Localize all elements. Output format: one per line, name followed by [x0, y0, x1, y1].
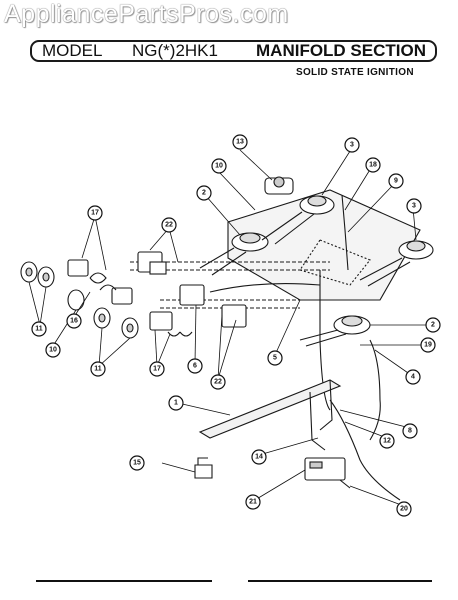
- model-number: NG(*)2HK1: [132, 41, 218, 60]
- watermark-text: AppliancePartsPros.com: [4, 0, 289, 28]
- callout-12: 12: [379, 433, 395, 449]
- svg-text:22: 22: [214, 379, 222, 386]
- callout-17: 17: [149, 361, 165, 377]
- subtitle: SOLID STATE IGNITION: [296, 67, 414, 78]
- section-title: MANIFOLD SECTION: [256, 41, 426, 60]
- callout-9: 9: [388, 173, 404, 189]
- callout-6: 6: [187, 358, 203, 374]
- callout-16: 16: [66, 313, 82, 329]
- callout-14: 14: [251, 449, 267, 465]
- callout-11: 11: [90, 361, 106, 377]
- callout-2: 2: [196, 185, 212, 201]
- footer-rule-right: [248, 580, 432, 582]
- burner-plate: [227, 189, 421, 301]
- burner-left-rear: [299, 195, 335, 215]
- svg-text:3: 3: [412, 203, 416, 210]
- leader-lines: [28, 147, 430, 507]
- callout-11: 11: [31, 321, 47, 337]
- svg-text:11: 11: [35, 326, 43, 333]
- callout-4: 4: [405, 369, 421, 385]
- svg-text:10: 10: [49, 347, 57, 354]
- callout-labels: 13 10 2 3 18 9 3 17 22 11 10 16 11 17 6 …: [31, 134, 441, 517]
- mounting-bracket: [198, 379, 342, 439]
- callout-18: 18: [365, 157, 381, 173]
- svg-text:4: 4: [411, 374, 415, 381]
- callout-15: 15: [129, 455, 145, 471]
- callout-22: 22: [210, 374, 226, 390]
- svg-text:15: 15: [133, 460, 141, 467]
- svg-text:8: 8: [408, 428, 412, 435]
- svg-text:5: 5: [273, 355, 277, 362]
- svg-text:14: 14: [255, 454, 263, 461]
- valve-group: [67, 251, 247, 331]
- header-frame: [30, 40, 437, 62]
- manifold-pipe: [130, 261, 330, 309]
- control-knobs: [20, 261, 139, 339]
- svg-text:20: 20: [400, 506, 408, 513]
- svg-text:10: 10: [215, 163, 223, 170]
- svg-text:2: 2: [202, 190, 206, 197]
- callout-3: 3: [344, 137, 360, 153]
- svg-text:19: 19: [424, 342, 432, 349]
- svg-text:1: 1: [174, 400, 178, 407]
- pilot-assembly: [264, 176, 294, 195]
- burner-left-front: [231, 232, 269, 252]
- footer-rule-left: [36, 580, 212, 582]
- spark-module: [304, 457, 346, 481]
- callout-21: 21: [245, 494, 261, 510]
- callout-3: 3: [406, 198, 422, 214]
- svg-text:9: 9: [394, 178, 398, 185]
- callout-20: 20: [396, 501, 412, 517]
- svg-text:22: 22: [165, 222, 173, 229]
- svg-text:13: 13: [236, 139, 244, 146]
- model-label: MODEL: [42, 41, 103, 60]
- svg-text:6: 6: [193, 363, 197, 370]
- callout-19: 19: [420, 337, 436, 353]
- svg-text:17: 17: [153, 366, 161, 373]
- svg-text:16: 16: [70, 318, 78, 325]
- svg-text:18: 18: [369, 162, 377, 169]
- callout-5: 5: [267, 350, 283, 366]
- callout-1: 1: [168, 395, 184, 411]
- burner-right-rear: [398, 240, 434, 260]
- callout-10: 10: [45, 342, 61, 358]
- svg-text:17: 17: [91, 210, 99, 217]
- callout-7: 10: [211, 158, 227, 174]
- svg-text:12: 12: [383, 438, 391, 445]
- burner-right-front: [333, 315, 371, 335]
- svg-text:21: 21: [249, 499, 257, 506]
- wire-clip: [194, 457, 213, 479]
- svg-text:11: 11: [94, 366, 102, 373]
- callout-22: 22: [161, 217, 177, 233]
- callout-17: 17: [87, 205, 103, 221]
- callout-13: 13: [232, 134, 248, 150]
- callout-8: 8: [402, 423, 418, 439]
- callout-2: 2: [425, 317, 441, 333]
- svg-text:3: 3: [350, 142, 354, 149]
- svg-text:2: 2: [431, 322, 435, 329]
